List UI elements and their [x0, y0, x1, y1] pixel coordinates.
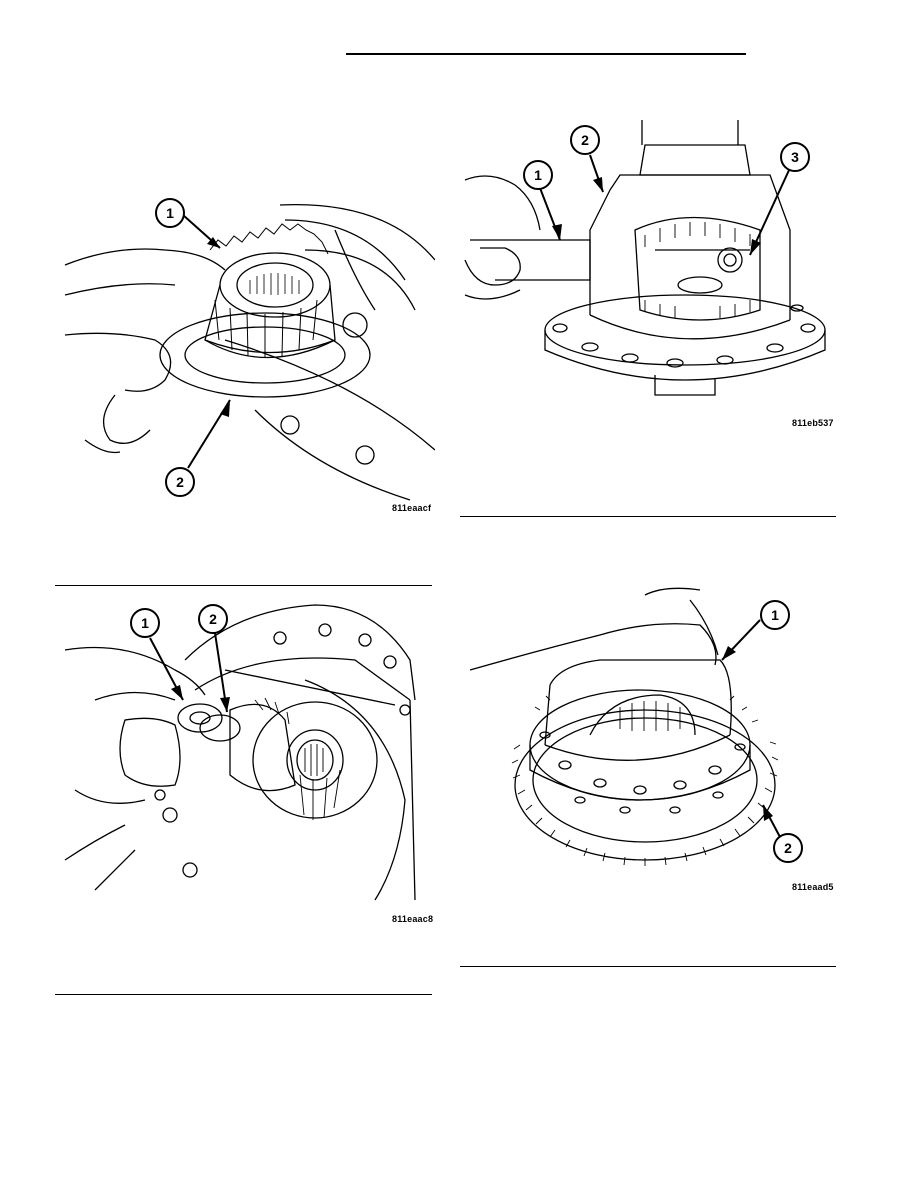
- callout-number: 2: [581, 132, 589, 148]
- figure-pinion-shaft-removal: 1 2 3: [460, 120, 835, 420]
- callout-marker: [155, 198, 185, 228]
- callout-number: 1: [534, 167, 542, 183]
- callout-marker: [165, 467, 195, 497]
- section-divider: [460, 516, 836, 517]
- callout-number: 2: [209, 611, 217, 627]
- figure-code: 811eaacf: [392, 503, 432, 513]
- figure-4-illustration: 1 2: [469, 587, 803, 866]
- figure-2-illustration: 1 2 3: [464, 120, 826, 396]
- callout-marker: [570, 125, 600, 155]
- callout-number: 1: [141, 615, 149, 631]
- section-divider: [55, 994, 432, 995]
- callout-marker: [780, 142, 810, 172]
- figure-code: 811eb537: [792, 418, 834, 428]
- callout-marker: [130, 608, 160, 638]
- figure-ring-gear-removal: 1 2: [460, 585, 835, 885]
- callout-number: 3: [791, 149, 799, 165]
- figure-code: 811eaad5: [792, 882, 834, 892]
- figure-code: 811eaac8: [392, 914, 434, 924]
- section-divider: [55, 585, 432, 586]
- callout-number: 1: [771, 607, 779, 623]
- figure-side-gear-thrust-washer: 1 2: [55, 190, 435, 520]
- callout-number: 2: [784, 840, 792, 856]
- figure-pinion-gear-thrust-washer: 1 2: [55, 600, 435, 910]
- callout-marker: [198, 604, 228, 634]
- callout-number: 2: [176, 474, 184, 490]
- callout-number: 1: [166, 205, 174, 221]
- figure-1-illustration: 1 2: [64, 198, 435, 501]
- callout-marker: [773, 833, 803, 863]
- figure-3-illustration: 1 2: [64, 604, 416, 901]
- callout-marker: [760, 600, 790, 630]
- callout-marker: [523, 160, 553, 190]
- section-divider: [460, 966, 836, 967]
- header-rule: [346, 53, 746, 55]
